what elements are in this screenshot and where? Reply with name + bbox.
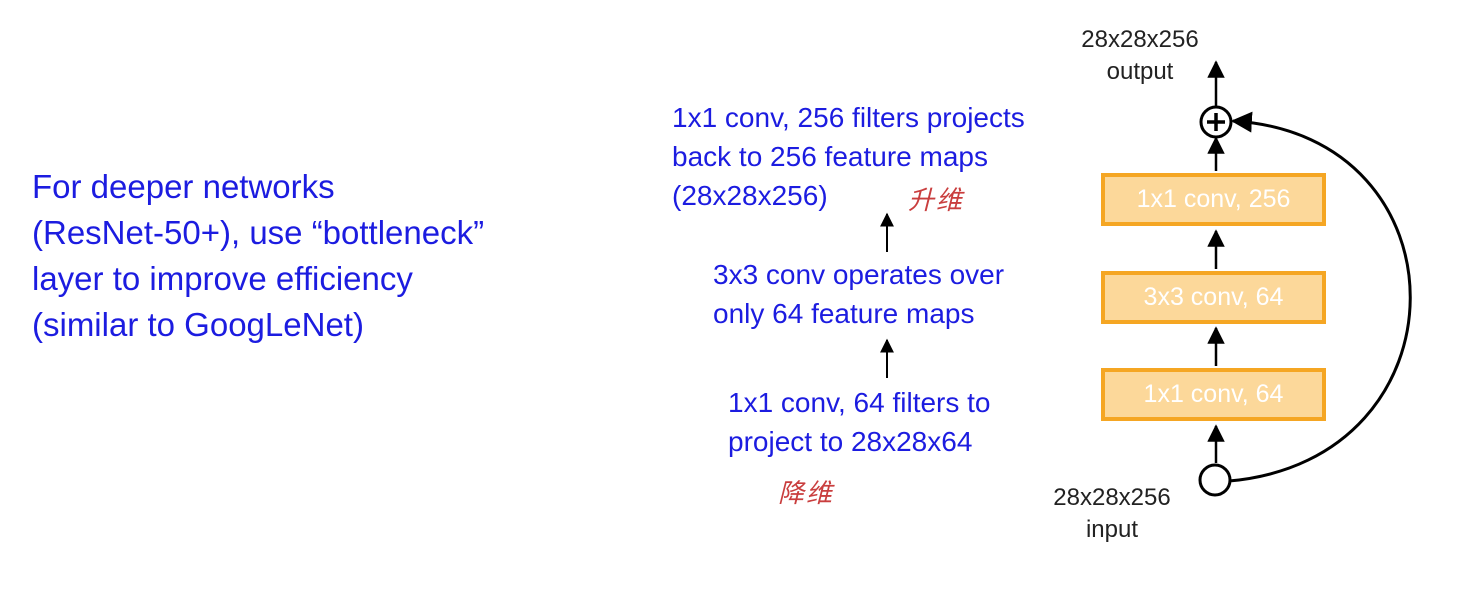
input-dims: 28x28x256 [1053,484,1171,511]
layer-label: 1x1 conv, 256 [1136,185,1291,213]
annotation-middle-line-1: 3x3 conv operates over [713,259,1005,290]
annotation-top-line-1: 1x1 conv, 256 filters projects [672,102,1025,133]
add-node [1199,105,1233,139]
annotation-middle: 3x3 conv operates over only 64 feature m… [713,255,1004,333]
skip-connection [1228,111,1412,483]
output-text: output [1106,58,1174,85]
layer-box-1x1-64: 1x1 conv, 64 [1101,368,1326,421]
layer-label: 3x3 conv, 64 [1143,283,1284,311]
input-label: 28x28x256 input [1032,482,1192,546]
intro-line-3: layer to improve efficiency [32,260,413,297]
annotation-top-line-2: back to 256 feature maps [672,141,988,172]
layer-label: 1x1 conv, 64 [1143,380,1284,408]
layer-box-3x3-64: 3x3 conv, 64 [1101,271,1326,324]
intro-line-2: (ResNet-50+), use “bottleneck” [32,214,485,251]
annotation-bottom: 1x1 conv, 64 filters to project to 28x28… [728,383,991,461]
annotation-top: 1x1 conv, 256 filters projects back to 2… [672,98,1025,215]
handwritten-note-downscale: 降维 [778,479,835,509]
input-text: input [1085,516,1139,543]
annotation-middle-line-2: only 64 feature maps [713,298,975,329]
intro-text: For deeper networks (ResNet-50+), use “b… [32,164,484,348]
input-node [1198,463,1232,497]
annotation-bottom-line-2: project to 28x28x64 [728,426,973,457]
intro-line-1: For deeper networks [32,168,335,205]
output-dims: 28x28x256 [1081,26,1199,53]
output-label: 28x28x256 output [1060,24,1220,88]
handwritten-note-upscale: 升维 [908,186,965,216]
layer-box-1x1-256: 1x1 conv, 256 [1101,173,1326,226]
annotation-top-line-3: (28x28x256) [672,180,828,211]
intro-line-4: (similar to GoogLeNet) [32,306,364,343]
annotation-bottom-line-1: 1x1 conv, 64 filters to [728,387,991,418]
